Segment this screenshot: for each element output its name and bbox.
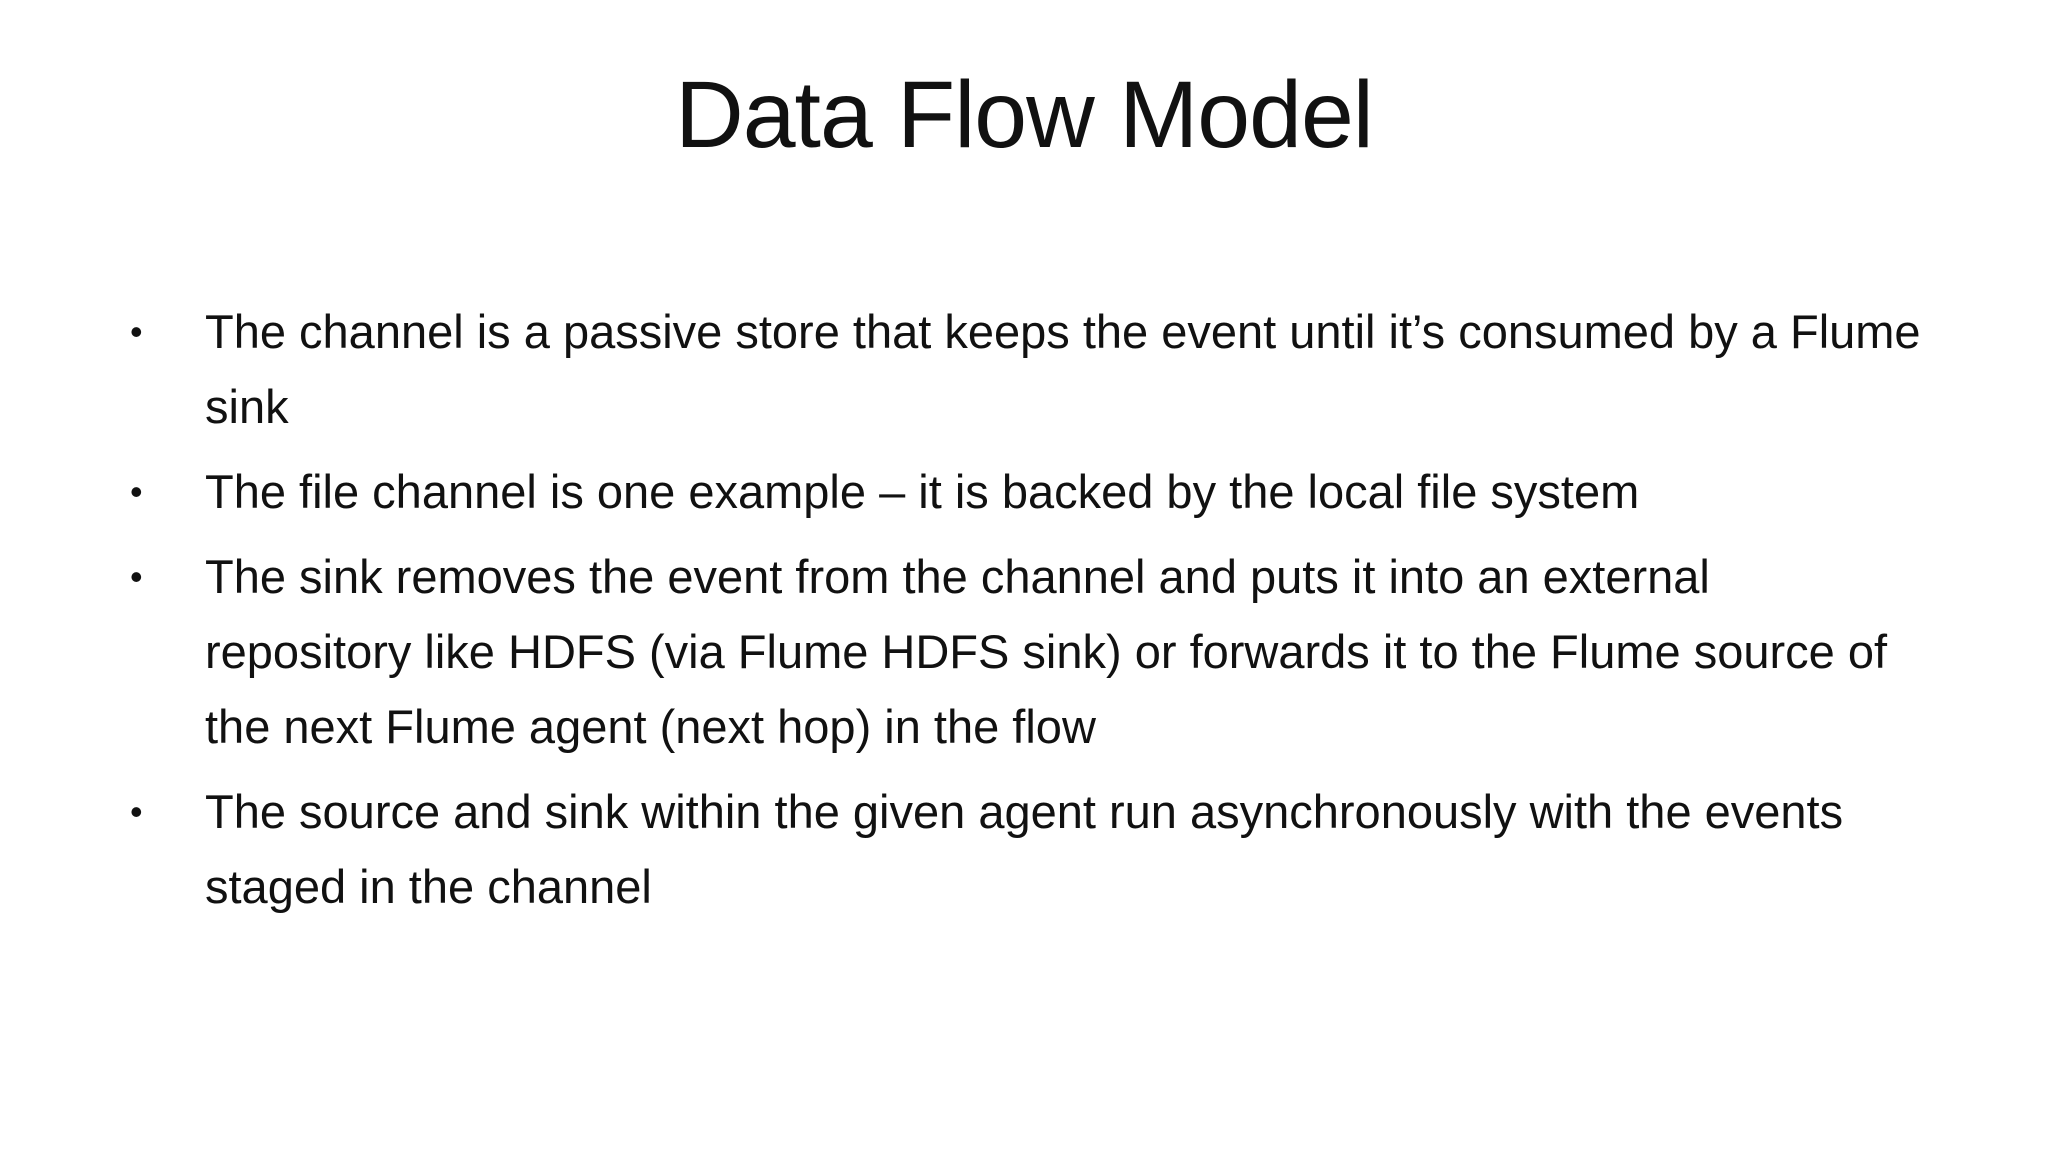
bullet-icon: • <box>130 311 143 352</box>
bullet-icon: • <box>130 556 143 597</box>
bullet-item: • The source and sink within the given a… <box>130 774 1924 924</box>
bullet-text: The file channel is one example – it is … <box>205 465 1640 518</box>
bullet-item: • The sink removes the event from the ch… <box>130 539 1924 764</box>
bullet-icon: • <box>130 471 143 512</box>
bullet-icon: • <box>130 791 143 832</box>
bullet-text: The sink removes the event from the chan… <box>205 550 1888 753</box>
bullet-item: • The file channel is one example – it i… <box>130 454 1924 529</box>
slide-title: Data Flow Model <box>675 62 1374 168</box>
bullet-list: • The channel is a passive store that ke… <box>130 294 1924 934</box>
bullet-text: The source and sink within the given age… <box>205 785 1844 913</box>
bullet-item: • The channel is a passive store that ke… <box>130 294 1924 444</box>
bullet-text: The channel is a passive store that keep… <box>205 305 1921 433</box>
